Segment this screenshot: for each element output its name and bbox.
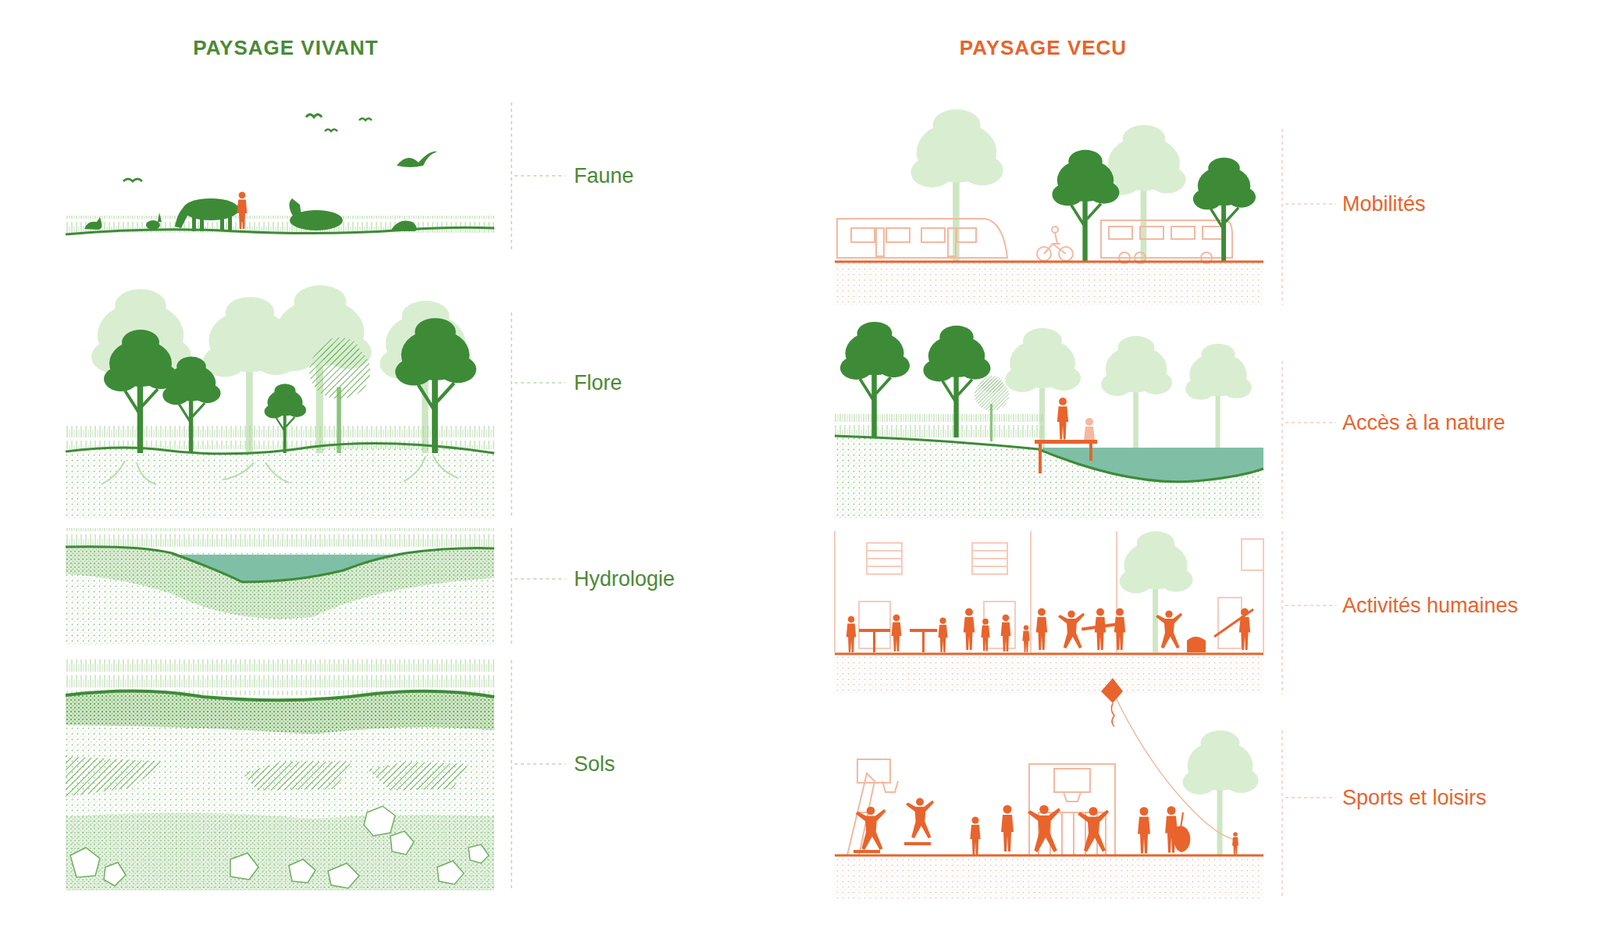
soil-panel: [65, 655, 495, 891]
human-activities-panel: [834, 530, 1264, 695]
leader-lines: [511, 102, 566, 891]
layer-label: Accès à la nature: [1342, 410, 1506, 435]
column-heading: PAYSAGE VIVANT: [192, 35, 378, 61]
layer-label: Activités humaines: [1342, 593, 1519, 618]
layer-label: Sols: [573, 751, 616, 777]
hydrology-panel: [65, 527, 495, 645]
flora-panel: [65, 285, 495, 519]
layer-label: Flore: [573, 370, 623, 396]
column-heading: PAYSAGE VECU: [959, 35, 1127, 61]
layer-label: Mobilités: [1342, 192, 1426, 217]
layer-label: Faune: [573, 163, 635, 189]
layer-label: Hydrologie: [573, 566, 675, 592]
layer-label: Sports et loisirs: [1342, 785, 1487, 810]
mobility-panel: [834, 109, 1264, 307]
fauna-panel: [65, 114, 495, 236]
nature-access-panel: [834, 321, 1264, 519]
leader-lines: [1282, 128, 1337, 898]
sports-panel: [834, 677, 1264, 898]
